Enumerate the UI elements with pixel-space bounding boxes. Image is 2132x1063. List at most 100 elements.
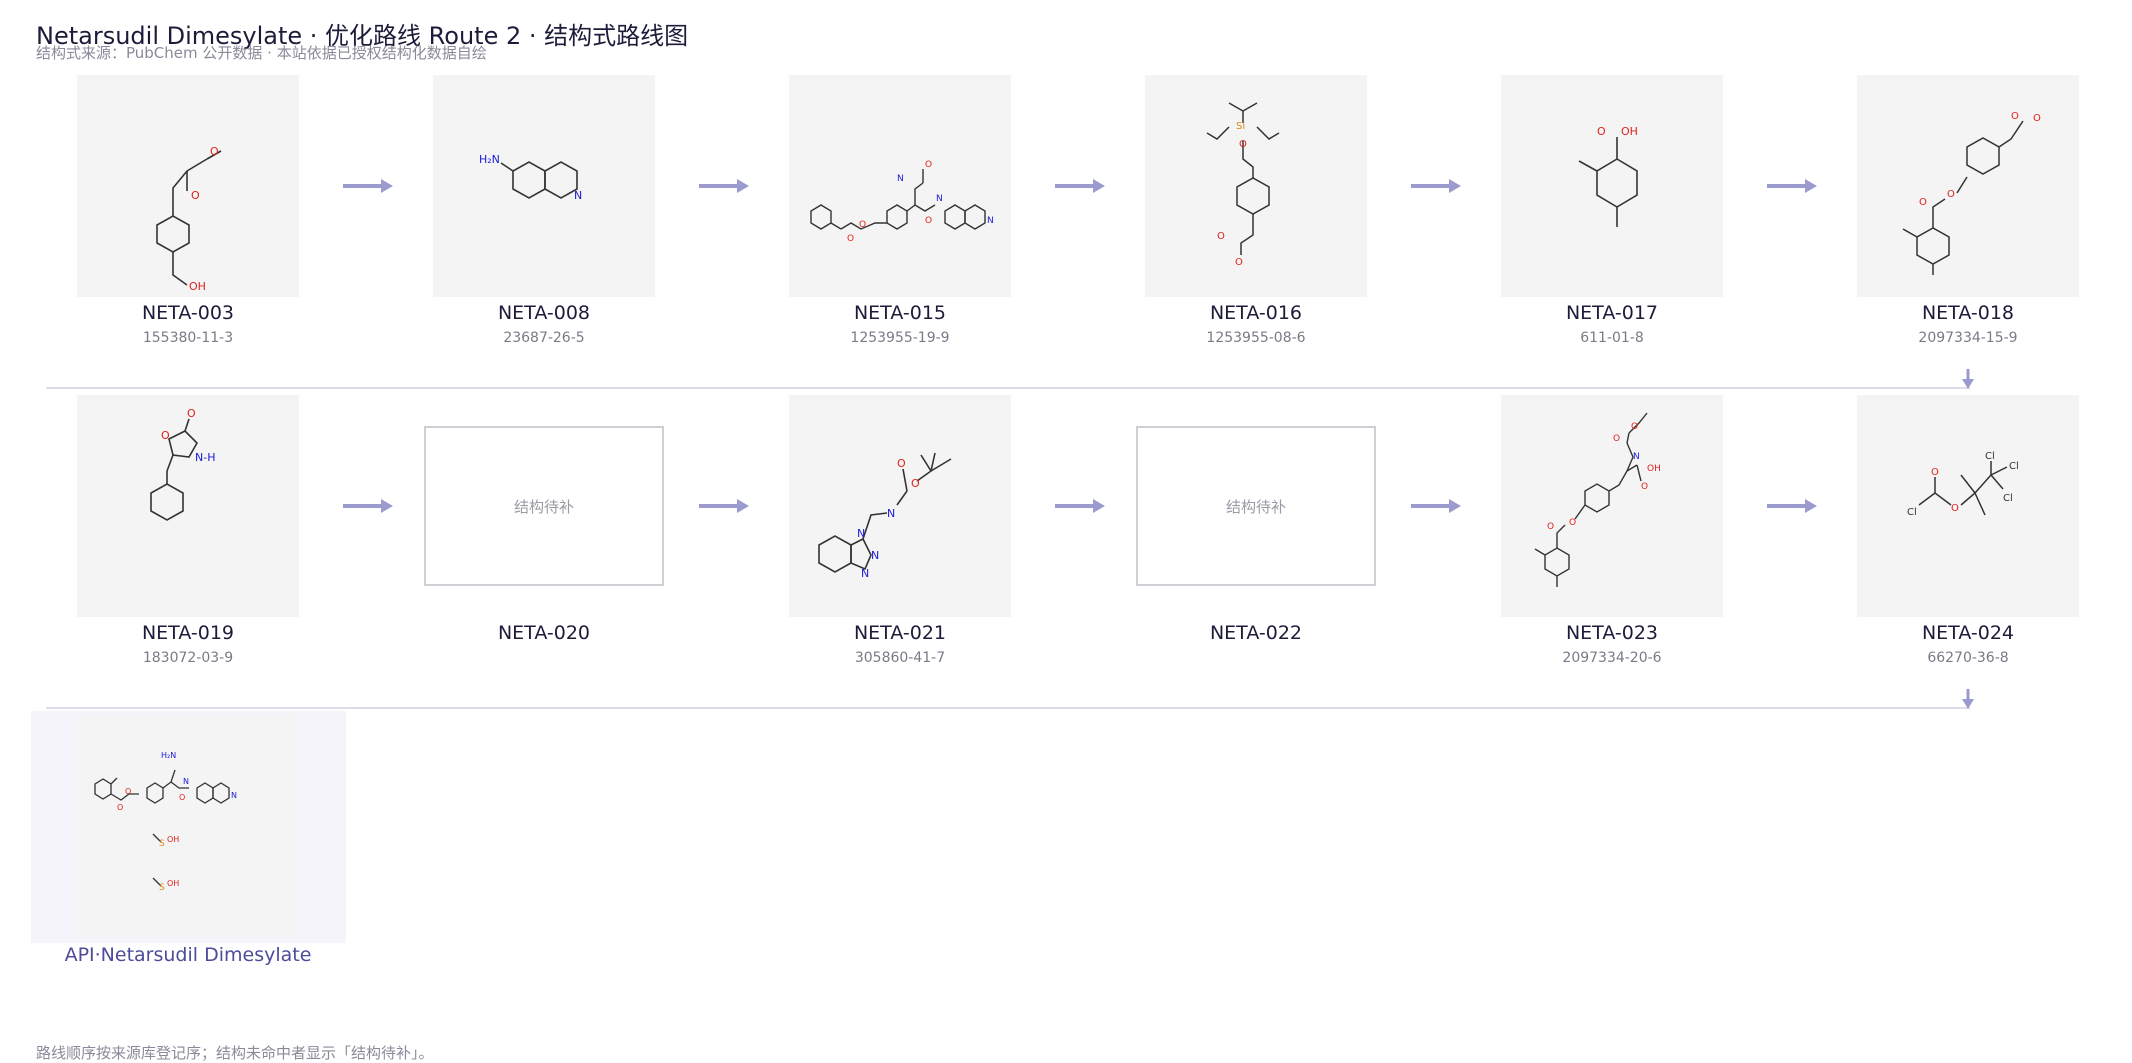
atom-label: O bbox=[1569, 518, 1576, 528]
atom-label: OH bbox=[1647, 464, 1661, 474]
step-cas: 23687-26-5 bbox=[394, 330, 694, 346]
step-card-neta-023[interactable]: O O N O O O OH bbox=[1501, 395, 1723, 617]
atom-label: N bbox=[936, 194, 943, 204]
atom-label: N bbox=[857, 527, 865, 540]
step-card-neta-020[interactable]: 结构待补 bbox=[433, 395, 655, 617]
structure-api: H₂N N O O O N S OH S OH bbox=[77, 714, 299, 936]
step-cas: 2097334-20-6 bbox=[1462, 650, 1762, 666]
step-name: NETA-017 bbox=[1462, 302, 1762, 324]
atom-label: O bbox=[191, 189, 200, 202]
step-name: NETA-023 bbox=[1462, 622, 1762, 644]
step-card-neta-016[interactable]: Si O O O bbox=[1145, 75, 1367, 297]
structure-neta-023: O O N O O O OH bbox=[1501, 395, 1723, 617]
atom-label: O bbox=[187, 407, 196, 420]
step-card-neta-015[interactable]: O N N O O O N bbox=[789, 75, 1011, 297]
step-name: NETA-019 bbox=[38, 622, 338, 644]
step-cas: 155380-11-3 bbox=[38, 330, 338, 346]
step-name: NETA-008 bbox=[394, 302, 694, 324]
step-name: NETA-020 bbox=[394, 622, 694, 644]
structure-placeholder: 结构待补 bbox=[1136, 426, 1376, 586]
atom-label: O bbox=[925, 216, 932, 226]
step-card-neta-019[interactable]: O O N-H bbox=[77, 395, 299, 617]
atom-label: H₂N bbox=[479, 153, 500, 166]
step-card-neta-003[interactable]: O O OH bbox=[77, 75, 299, 297]
step-cas: 305860-41-7 bbox=[750, 650, 1050, 666]
step-cas: 66270-36-8 bbox=[1818, 650, 2118, 666]
step-card-neta-022[interactable]: 结构待补 bbox=[1145, 395, 1367, 617]
atom-label: O bbox=[925, 160, 932, 170]
step-name: NETA-024 bbox=[1818, 622, 2118, 644]
arrow-right-icon bbox=[1055, 498, 1105, 514]
placeholder-label: 结构待补 bbox=[514, 496, 574, 517]
structure-neta-018: O O O O bbox=[1857, 75, 2079, 297]
structure-neta-024: Cl O O Cl Cl Cl bbox=[1857, 395, 2079, 617]
atom-label: OH bbox=[167, 835, 179, 844]
atom-label: OH bbox=[167, 879, 179, 888]
atom-label: O bbox=[1931, 467, 1939, 478]
arrow-right-icon bbox=[699, 178, 749, 194]
atom-label: N bbox=[897, 174, 904, 184]
atom-label: OH bbox=[1621, 125, 1638, 138]
atom-label: Cl bbox=[2009, 461, 2019, 472]
step-name: NETA-021 bbox=[750, 622, 1050, 644]
arrow-right-icon bbox=[1411, 178, 1461, 194]
atom-label: Cl bbox=[1985, 451, 1995, 462]
arrow-right-icon bbox=[1767, 498, 1817, 514]
structure-neta-019: O O N-H bbox=[77, 395, 299, 617]
arrow-right-icon bbox=[1767, 178, 1817, 194]
step-name: NETA-016 bbox=[1106, 302, 1406, 324]
api-name: API·Netarsudil Dimesylate bbox=[38, 944, 338, 966]
atom-label: S bbox=[159, 883, 165, 893]
step-card-neta-021[interactable]: N N N N O O bbox=[789, 395, 1011, 617]
atom-label: O bbox=[1597, 125, 1606, 138]
api-card[interactable]: H₂N N O O O N S OH S OH bbox=[77, 714, 299, 936]
atom-label: N bbox=[887, 507, 895, 520]
arrow-right-icon bbox=[343, 178, 393, 194]
page-subtitle: 结构式来源：PubChem 公开数据 · 本站依据已授权结构化数据自绘 bbox=[36, 42, 487, 63]
row-separator bbox=[46, 387, 1970, 389]
step-name: NETA-015 bbox=[750, 302, 1050, 324]
atom-label: O bbox=[210, 145, 219, 158]
step-cas: 2097334-15-9 bbox=[1818, 330, 2118, 346]
atom-label: N bbox=[987, 216, 994, 226]
atom-label: O bbox=[1919, 197, 1927, 208]
atom-label: OH bbox=[189, 280, 206, 293]
atom-label: N-H bbox=[195, 451, 215, 464]
footnote: 路线顺序按来源库登记序；结构未命中者显示「结构待补」。 bbox=[36, 1042, 434, 1063]
step-name: NETA-018 bbox=[1818, 302, 2118, 324]
atom-label: N bbox=[1633, 452, 1640, 462]
atom-label: Si bbox=[1236, 121, 1245, 132]
structure-neta-015: O N N O O O N bbox=[789, 75, 1011, 297]
step-cas: 183072-03-9 bbox=[38, 650, 338, 666]
arrow-down-icon bbox=[1960, 369, 1976, 389]
arrow-right-icon bbox=[1055, 178, 1105, 194]
step-card-neta-018[interactable]: O O O O bbox=[1857, 75, 2079, 297]
step-card-neta-008[interactable]: H₂N N bbox=[433, 75, 655, 297]
placeholder-label: 结构待补 bbox=[1226, 496, 1286, 517]
atom-label: O bbox=[161, 429, 170, 442]
atom-label: H₂N bbox=[161, 751, 176, 760]
atom-label: N bbox=[574, 189, 582, 202]
atom-label: O bbox=[1235, 257, 1243, 268]
arrow-right-icon bbox=[699, 498, 749, 514]
atom-label: N bbox=[861, 567, 869, 580]
step-card-neta-024[interactable]: Cl O O Cl Cl Cl bbox=[1857, 395, 2079, 617]
structure-placeholder: 结构待补 bbox=[424, 426, 664, 586]
atom-label: O bbox=[2011, 111, 2019, 122]
step-card-neta-017[interactable]: O OH bbox=[1501, 75, 1723, 297]
arrow-right-icon bbox=[343, 498, 393, 514]
structure-neta-016: Si O O O bbox=[1145, 75, 1367, 297]
atom-label: N bbox=[871, 549, 879, 562]
structure-neta-021: N N N N O O bbox=[789, 395, 1011, 617]
step-cas: 1253955-08-6 bbox=[1106, 330, 1406, 346]
structure-neta-003: O O OH bbox=[77, 75, 299, 297]
atom-label: Cl bbox=[2003, 493, 2013, 504]
atom-label: O bbox=[1217, 231, 1225, 242]
atom-label: O bbox=[859, 220, 866, 230]
atom-label: N bbox=[231, 791, 237, 800]
atom-label: O bbox=[1547, 522, 1554, 532]
arrow-right-icon bbox=[1411, 498, 1461, 514]
atom-label: O bbox=[1631, 422, 1638, 432]
atom-label: Cl bbox=[1907, 507, 1917, 518]
step-name: NETA-022 bbox=[1106, 622, 1406, 644]
